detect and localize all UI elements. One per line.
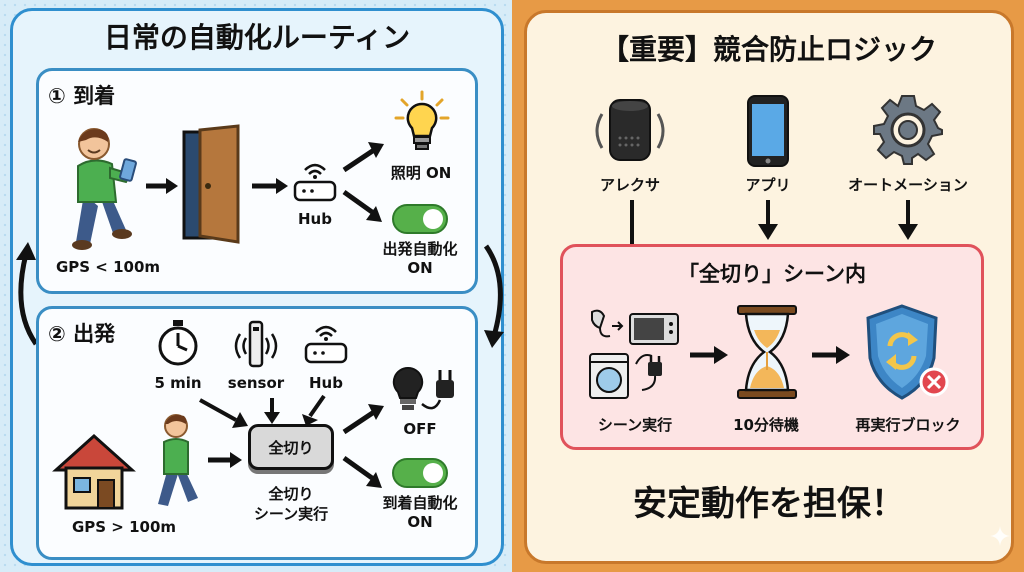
- arrival-automation-label: 到着自動化 ON: [364, 494, 476, 532]
- appliances-icon: [589, 309, 679, 399]
- house-icon: [52, 433, 136, 510]
- arrival-gps-label: GPS < 100m: [55, 258, 161, 276]
- wait-label: 10分待機: [733, 416, 799, 434]
- person-phone-icon: [72, 128, 137, 250]
- arrival-heading: ① 到着: [48, 84, 116, 108]
- arrow-button-to-off: [342, 404, 384, 435]
- timer-label: 5 min: [154, 374, 202, 392]
- stopwatch-icon: [158, 320, 198, 366]
- shield-icon: [866, 304, 949, 400]
- arrow-button-to-toggle: [342, 455, 382, 488]
- light-on-label: 照明 ON: [390, 164, 452, 182]
- speaker-icon: [595, 99, 665, 161]
- arrival-hub-label: Hub: [298, 210, 332, 228]
- departure-heading: ② 出発: [48, 322, 116, 346]
- alexa-label: アレクサ: [599, 176, 660, 194]
- arrow-automation-to-scene: [898, 200, 918, 240]
- gear-icon: [873, 95, 943, 165]
- all-off-scene-line2: シーン実行: [253, 505, 329, 523]
- arrow-wait-to-block: [812, 346, 850, 364]
- departure-automation-line1: 出発自動化: [382, 240, 458, 258]
- arrow-hub-to-toggle: [342, 189, 382, 222]
- bulb-icon: [394, 90, 450, 150]
- departure-gps-label: GPS > 100m: [71, 518, 177, 536]
- arrow-person-to-door: [146, 178, 178, 194]
- loop-arrow-left: [16, 242, 39, 346]
- sparkle-icon: [990, 526, 1010, 546]
- arrival-automation-line1: 到着自動化: [382, 494, 458, 512]
- all-off-scene-label: 全切り シーン実行: [236, 484, 346, 524]
- departure-automation-line2: ON: [407, 259, 433, 277]
- arrival-automation-line2: ON: [407, 513, 433, 531]
- all-off-button[interactable]: 全切り: [248, 424, 334, 470]
- scene-title: 「全切り」シーン内: [678, 262, 866, 286]
- off-label: OFF: [403, 420, 437, 438]
- arrow-timer-to-button: [199, 398, 248, 428]
- app-label: アプリ: [745, 176, 791, 194]
- routine-title: 日常の自動化ルーティン: [103, 21, 411, 54]
- hourglass-icon: [737, 305, 797, 399]
- arrow-scene-to-wait: [690, 346, 728, 364]
- departure-hub-label: Hub: [309, 374, 343, 392]
- conflict-title: 【重要】競合防止ロジック: [600, 33, 937, 66]
- arrow-hub-to-light: [342, 142, 384, 173]
- person-walking-icon: [158, 414, 198, 506]
- sensor-label: sensor: [227, 374, 285, 392]
- loop-arrow-right: [483, 244, 504, 348]
- departure-automation-label: 出発自動化 ON: [364, 240, 476, 278]
- arrow-person-to-button: [208, 452, 242, 468]
- arrow-sensor-to-button: [264, 398, 280, 424]
- phone-icon: [747, 95, 789, 167]
- scene-run-label: シーン実行: [597, 416, 673, 434]
- hub-icon: [293, 163, 337, 202]
- hub-icon: [304, 325, 348, 364]
- arrow-door-to-hub: [252, 178, 288, 194]
- automation-label: オートメーション: [848, 176, 968, 194]
- block-label: 再実行ブロック: [855, 416, 961, 434]
- footer-message: 安定動作を担保！: [633, 484, 905, 524]
- plug-icon: [392, 366, 454, 410]
- arrival-box: [36, 68, 478, 294]
- all-off-scene-line1: 全切り: [268, 485, 314, 503]
- arrival-automation-toggle[interactable]: [392, 458, 448, 488]
- departure-automation-toggle[interactable]: [392, 204, 448, 234]
- sensor-icon: [234, 320, 278, 368]
- door-icon: [182, 124, 240, 244]
- arrow-app-to-scene: [758, 200, 778, 240]
- arrow-hub-to-button: [302, 394, 326, 426]
